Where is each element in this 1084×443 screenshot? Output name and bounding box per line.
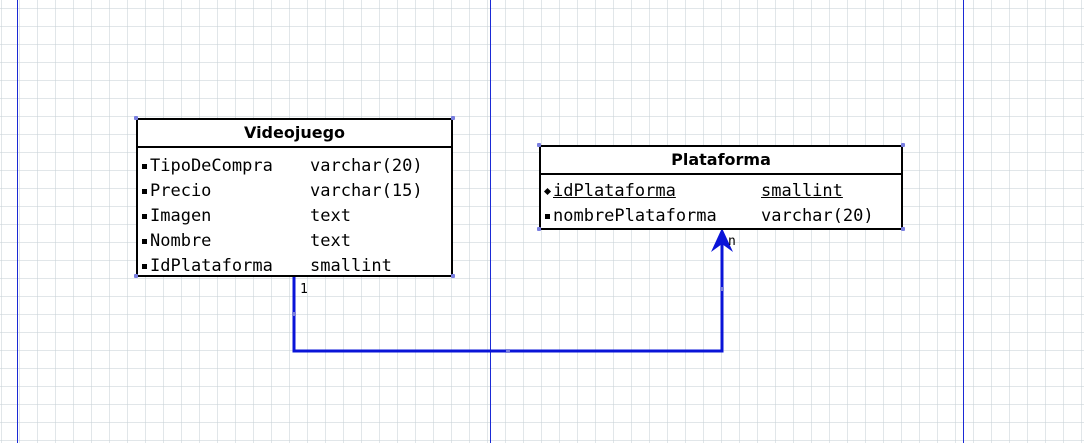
attribute-type: text (310, 231, 351, 251)
attribute-row[interactable]: idPlataforma smallint (541, 179, 901, 204)
attribute-name: IdPlataforma (150, 256, 273, 276)
entity-videojuego[interactable]: Videojuego TipoDeCompra varchar(20) Prec… (136, 118, 453, 277)
page-break-line (490, 0, 491, 443)
attribute-marker-icon (545, 214, 550, 219)
attribute-type: varchar(15) (310, 181, 423, 201)
entity-plataforma[interactable]: Plataforma idPlataforma smallint nombreP… (539, 145, 903, 230)
resize-handle[interactable] (537, 227, 541, 231)
primary-key-icon (543, 187, 552, 196)
attribute-row[interactable]: Nombre text (138, 229, 451, 254)
page-break-line (17, 0, 18, 443)
attribute-row[interactable]: nombrePlataforma varchar(20) (541, 204, 901, 229)
attribute-marker-icon (142, 214, 147, 219)
attribute-row[interactable]: TipoDeCompra varchar(20) (138, 154, 451, 179)
resize-handle[interactable] (134, 274, 138, 278)
resize-handle[interactable] (451, 116, 455, 120)
attribute-name: Imagen (150, 206, 212, 226)
cardinality-label-target: n (728, 234, 736, 249)
resize-handle[interactable] (537, 143, 541, 147)
connector-handle (506, 349, 510, 353)
attribute-type: varchar(20) (761, 206, 874, 226)
entity-title: Plataforma (541, 147, 901, 175)
connector-handle (720, 287, 724, 291)
resize-handle[interactable] (451, 274, 455, 278)
attribute-row[interactable]: Imagen text (138, 204, 451, 229)
attribute-marker-icon (142, 239, 147, 244)
connector-handle (292, 312, 296, 316)
attribute-name: Nombre (150, 231, 212, 251)
attribute-row[interactable]: Precio varchar(15) (138, 179, 451, 204)
attribute-name: Precio (150, 181, 212, 201)
resize-handle[interactable] (901, 143, 905, 147)
attribute-marker-icon (142, 164, 147, 169)
attribute-marker-icon (142, 264, 147, 269)
attribute-marker-icon (142, 189, 147, 194)
attribute-type: varchar(20) (310, 156, 423, 176)
attribute-name: nombrePlataforma (553, 206, 717, 226)
page-break-line (963, 0, 964, 443)
attribute-name: idPlataforma (553, 181, 676, 201)
entity-title: Videojuego (138, 120, 451, 148)
cardinality-label-source: 1 (300, 282, 308, 297)
attribute-row[interactable]: IdPlataforma smallint (138, 254, 451, 279)
attribute-type: smallint (761, 181, 843, 201)
attribute-type: text (310, 206, 351, 226)
attribute-name: TipoDeCompra (150, 156, 273, 176)
attribute-type: smallint (310, 256, 392, 276)
resize-handle[interactable] (901, 227, 905, 231)
resize-handle[interactable] (134, 116, 138, 120)
